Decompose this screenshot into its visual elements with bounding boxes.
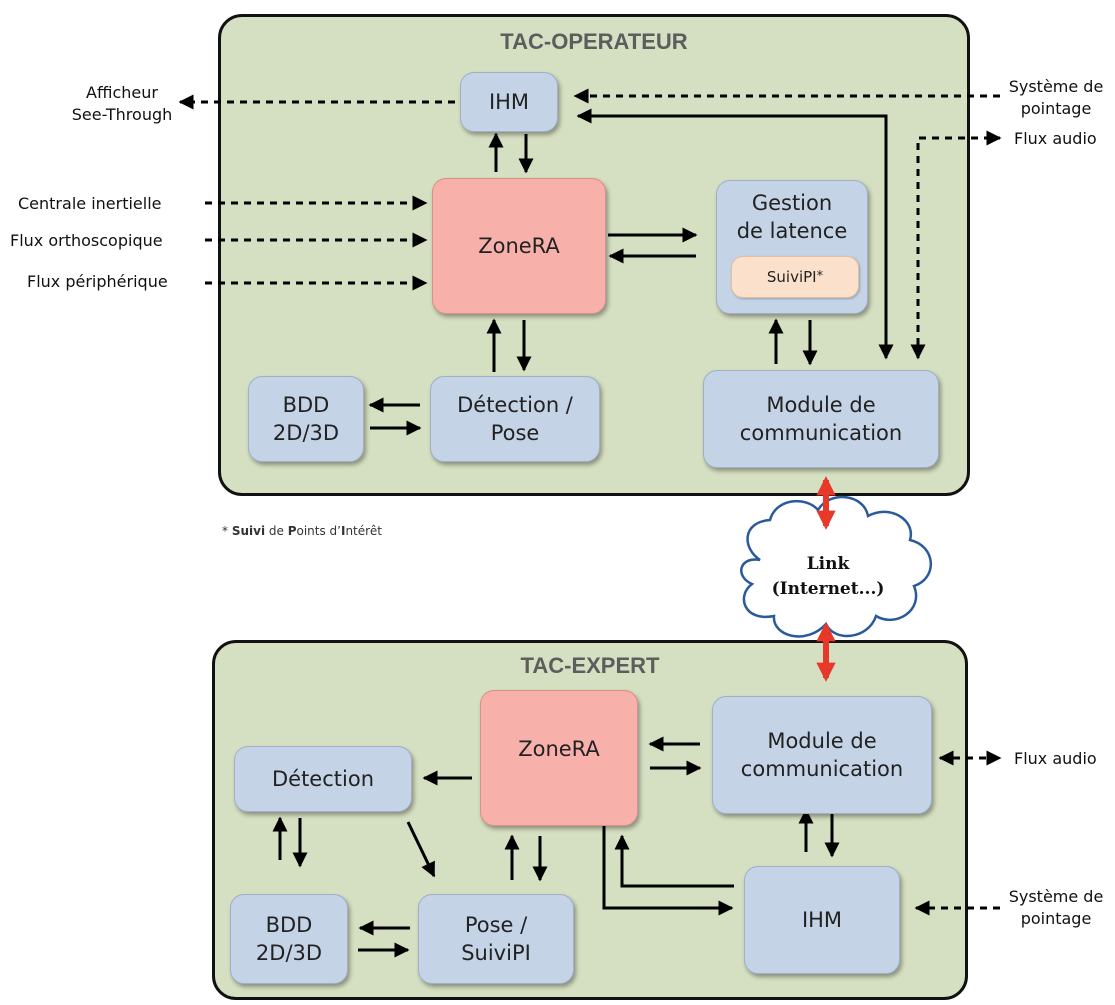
systeme-pointage-label-operateur: Système de pointage [1000,76,1112,119]
operateur-title: TAC-OPERATEUR [500,29,688,54]
systeme-op-line1: Système de [1008,77,1104,96]
centrale-inertielle-label: Centrale inertielle [18,194,162,213]
suivipi-star: * [816,269,824,285]
operateur-module-line1: Module de [766,392,876,417]
afficheur-line2: See-Through [71,104,173,124]
operateur-bdd-line1: BDD [282,392,330,417]
operateur-detection-line2: Pose [490,421,540,445]
expert-detection-box: Détection [234,746,412,812]
gestion-latence-label: Gestion de latence [737,189,848,246]
expert-module-line2: communication [740,757,904,781]
flux-audio-label-operateur: Flux audio [1014,129,1097,148]
expert-ihm-label: IHM [801,907,843,932]
expert-module-line1: Module de [767,728,877,753]
systeme-ex-line2: pointage [1020,908,1092,928]
expert-zonera-box: ZoneRA [480,690,638,826]
operateur-bdd-line2: 2D/3D [272,421,340,445]
operateur-detection-label: Détection / Pose [457,391,573,448]
systeme-pointage-label-expert: Système de pointage [1000,886,1112,929]
suivipi-label: SuiviPI [766,267,817,286]
operateur-bdd-label: BDD 2D/3D [273,391,339,448]
afficheur-line1: Afficheur [86,83,158,102]
operateur-zonera-box: ZoneRA [432,178,606,314]
link-line2: (Internet...) [771,578,885,599]
footnote-nteret: ntérêt [345,524,382,538]
systeme-ex-line1: Système de [1008,887,1104,906]
suivipi-box: SuiviPI* [731,256,859,298]
footnote-p: P [287,524,297,538]
operateur-module-box: Module de communication [703,370,939,468]
operateur-ihm-box: IHM [460,72,558,132]
operateur-detection-box: Détection / Pose [430,376,600,462]
flux-peripherique-label: Flux périphérique [27,272,168,291]
footnote-de: de [265,524,288,538]
cloud-shape [740,495,932,638]
expert-ihm-box: IHM [744,866,900,974]
afficheur-label: Afficheur See-Through [62,82,182,125]
expert-detection-label: Détection [271,766,375,791]
expert-bdd-label: BDD 2D/3D [256,911,322,968]
footnote: * Suivi de Points d’Intérêt [222,524,382,538]
expert-title: TAC-EXPERT [520,653,660,678]
gestion-line2: de latence [736,219,848,244]
operateur-zonera-label: ZoneRA [478,233,560,258]
operateur-module-line2: communication [739,421,903,445]
expert-pose-label: Pose / SuiviPI [461,911,531,968]
footnote-suivi: Suivi [231,524,266,538]
link-label: Link (Internet...) [760,552,896,601]
expert-zonera-label: ZoneRA [518,737,600,761]
expert-pose-line1: Pose / [464,912,528,937]
expert-bdd-line2: 2D/3D [255,941,323,965]
expert-module-label: Module de communication [741,727,903,784]
operateur-detection-line1: Détection / [457,392,573,417]
operateur-module-label: Module de communication [740,391,902,448]
expert-pose-box: Pose / SuiviPI [418,894,574,984]
systeme-op-line2: pointage [1020,98,1092,118]
flux-audio-label-expert: Flux audio [1014,749,1097,768]
gestion-line1: Gestion [751,191,833,215]
flux-orthoscopique-label: Flux orthoscopique [10,231,163,250]
footnote-oints: oints d’ [296,524,341,538]
expert-module-box: Module de communication [712,696,932,814]
link-line1: Link [806,554,850,574]
operateur-ihm-label: IHM [488,89,530,114]
expert-pose-line2: SuiviPI [461,941,531,965]
expert-bdd-line1: BDD [265,912,313,937]
operateur-bdd-box: BDD 2D/3D [248,376,364,462]
footnote-i: I [340,524,346,538]
expert-bdd-box: BDD 2D/3D [230,894,348,984]
footnote-star: * [222,524,232,538]
